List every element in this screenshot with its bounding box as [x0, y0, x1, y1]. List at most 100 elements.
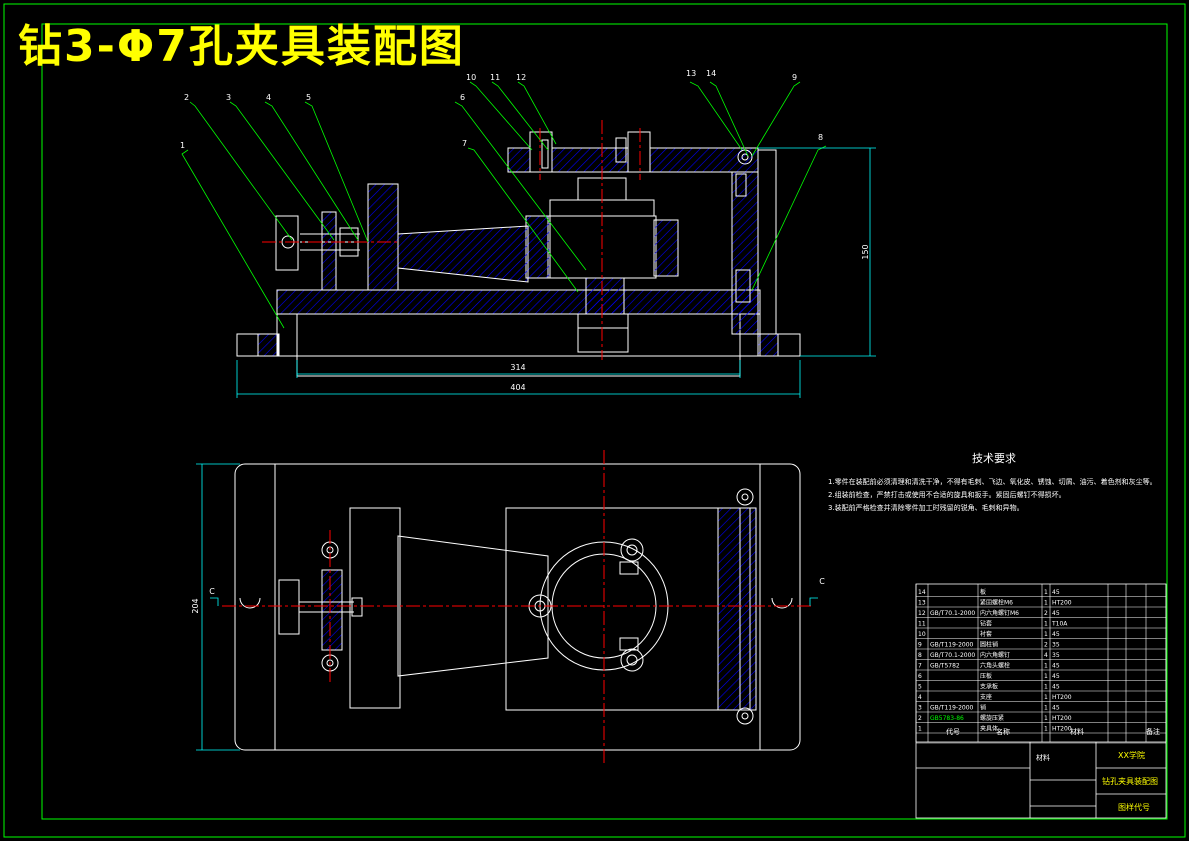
bom-cell-material: HT200 — [1052, 726, 1072, 733]
bom-cell-qty: 2 — [1044, 610, 1048, 617]
callout-10: 10 — [466, 73, 476, 82]
bom-cell-material: 45 — [1052, 673, 1060, 680]
bom-cell-no: 12 — [918, 610, 926, 617]
right-column — [731, 171, 759, 335]
bom-cell-material: 45 — [1052, 663, 1060, 670]
callout-3: 3 — [226, 93, 231, 102]
dim-314: 314 — [510, 363, 525, 372]
front-dimensions — [236, 147, 876, 398]
bom-cell-qty: 1 — [1044, 600, 1048, 607]
bom-cell-no: 14 — [918, 589, 926, 596]
bom-cell-no: 6 — [918, 673, 922, 680]
bom-header-remark: 备注 — [1146, 727, 1160, 736]
dim-404: 404 — [510, 383, 525, 392]
bom-cell-name: 衬套 — [980, 630, 992, 638]
front-view — [236, 131, 801, 377]
bom-cell-material: HT200 — [1052, 694, 1072, 701]
outer-frame — [3, 3, 1186, 838]
bom-cell-name: 内六角螺钉 — [980, 651, 1010, 659]
school-name: XX学院 — [1118, 750, 1145, 760]
bom-cell-material: 45 — [1052, 684, 1060, 691]
bom-cell-name: 销 — [980, 704, 986, 712]
bom-cell-code: GB5783-86 — [930, 715, 964, 722]
bom-cell-no: 5 — [918, 684, 922, 691]
callout-9: 9 — [792, 73, 797, 82]
bom-cell-qty: 1 — [1044, 694, 1048, 701]
top-dimensions — [196, 463, 818, 751]
bom-cell-name: 圆柱销 — [980, 641, 998, 649]
callout-12: 12 — [516, 73, 526, 82]
callout-14: 14 — [706, 69, 716, 78]
tech-item-1: 1.零件在装配前必须清理和清洗干净，不得有毛刺、飞边、氧化皮、锈蚀、切屑、油污、… — [828, 477, 1157, 486]
bom-cell-no: 1 — [918, 726, 922, 733]
bom-header-material: 材料 — [1070, 727, 1084, 736]
base-body — [276, 289, 761, 315]
bom-cell-material: 45 — [1052, 631, 1060, 638]
bom-cell-no: 4 — [918, 694, 922, 701]
bom-cell-qty: 1 — [1044, 726, 1048, 733]
bom-cell-qty: 2 — [1044, 642, 1048, 649]
callout-13: 13 — [686, 69, 696, 78]
bom-cell-name: 螺旋压紧 — [980, 714, 1004, 722]
bom-cell-no: 3 — [918, 705, 922, 712]
bom-cell-code: GB/T70.1-2000 — [930, 652, 975, 659]
bom-cell-qty: 1 — [1044, 705, 1048, 712]
bom-cell-name: 紧固螺栓M6 — [980, 599, 1013, 607]
bom-cell-no: 10 — [918, 631, 926, 638]
bom-cell-code: GB/T70.1-2000 — [930, 610, 975, 617]
bill-of-materials — [915, 584, 1167, 744]
top-view — [234, 463, 801, 751]
bom-cell-no: 9 — [918, 642, 922, 649]
bom-cell-name: 压板 — [980, 672, 992, 680]
front-leaders — [181, 81, 827, 329]
callout-6: 6 — [460, 93, 465, 102]
material-label: 材料 — [1036, 753, 1050, 762]
bom-cell-material: 35 — [1052, 642, 1060, 649]
bom-cell-name: 钻套 — [980, 620, 992, 628]
dim-204: 204 — [191, 598, 200, 613]
bom-cell-code: GB/T119-2000 — [930, 642, 974, 649]
bom-cell-name: 支承板 — [980, 683, 998, 691]
bom-header-name: 名称 — [996, 727, 1010, 736]
section-mark-left: C — [209, 587, 215, 596]
bom-cell-name: 板 — [980, 588, 986, 596]
clamp-knob — [275, 215, 299, 271]
bom-cell-qty: 1 — [1044, 684, 1048, 691]
callout-4: 4 — [266, 93, 271, 102]
bom-cell-no: 2 — [918, 715, 922, 722]
bom-cell-qty: 1 — [1044, 631, 1048, 638]
bom-cell-material: 45 — [1052, 705, 1060, 712]
bom-cell-material: 35 — [1052, 652, 1060, 659]
dim-150: 150 — [861, 244, 870, 259]
bom-cell-no: 11 — [918, 621, 926, 628]
callout-2: 2 — [184, 93, 189, 102]
tech-heading: 技术要求 — [972, 452, 1016, 465]
section-mark-right: C — [819, 577, 825, 586]
bom-cell-qty: 1 — [1044, 663, 1048, 670]
callout-5: 5 — [306, 93, 311, 102]
callout-7: 7 — [462, 139, 467, 148]
bom-cell-qty: 1 — [1044, 589, 1048, 596]
bom-cell-name: 夹具体 — [980, 725, 998, 733]
bom-cell-code: GB/T119-2000 — [930, 705, 974, 712]
bom-cell-material: 45 — [1052, 589, 1060, 596]
bom-cell-qty: 1 — [1044, 715, 1048, 722]
bom-cell-material: 45 — [1052, 610, 1060, 617]
drawing-title: 钻3-Φ7孔夹具装配图 — [18, 21, 465, 72]
bom-cell-qty: 1 — [1044, 673, 1048, 680]
bom-cell-no: 7 — [918, 663, 922, 670]
inner-frame — [41, 23, 1168, 820]
callout-11: 11 — [490, 73, 500, 82]
drawing-name: 钻孔夹具装配图 — [1102, 776, 1158, 786]
support-block — [367, 183, 399, 291]
bom-cell-material: HT200 — [1052, 600, 1072, 607]
tech-item-3: 3.装配前严格检查并清除零件加工时残留的锐角、毛刺和异物。 — [828, 503, 1024, 512]
tech-item-2: 2.组装前检查，严禁打击或使用不合适的旋具和扳手。紧固后螺钉不得损坏。 — [828, 490, 1066, 499]
bom-cell-material: HT200 — [1052, 715, 1072, 722]
top-view-base — [234, 463, 801, 751]
callout-8: 8 — [818, 133, 823, 142]
top-view-knob — [278, 579, 300, 635]
bom-cell-material: T10A — [1051, 621, 1068, 628]
